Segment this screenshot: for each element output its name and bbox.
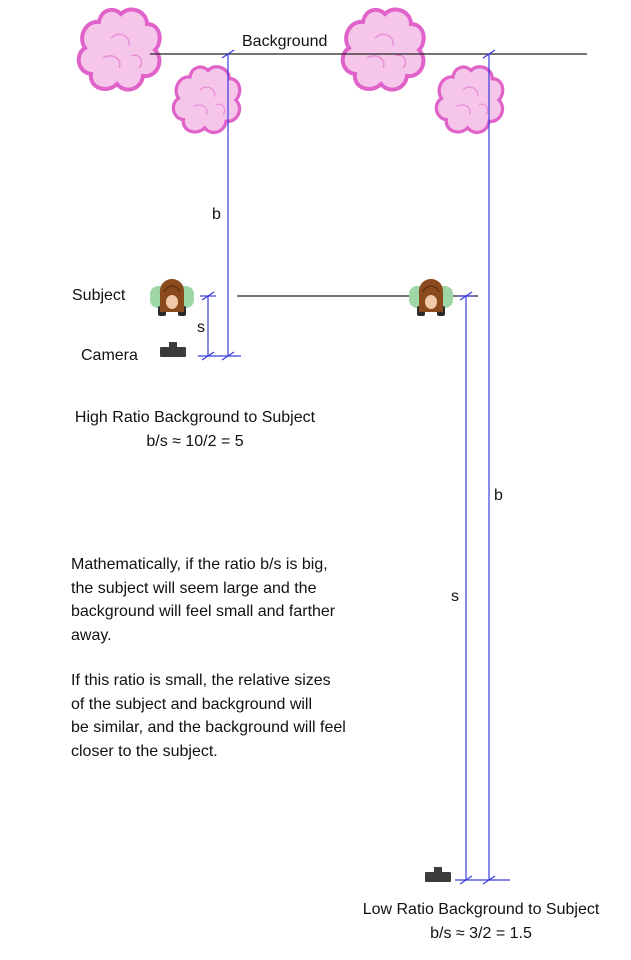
camera-label: Camera — [81, 347, 138, 364]
explanation-line: background will feel small and farther — [71, 603, 336, 620]
subject-person-icon — [408, 278, 454, 317]
camera-icon — [160, 342, 186, 357]
right-b-dimension — [455, 49, 510, 885]
explanation-line: of the subject and background will — [71, 695, 313, 713]
right-s-label: s — [451, 588, 459, 605]
high-ratio-title: High Ratio Background to Subject — [74, 409, 316, 426]
explanation-line: If this ratio is small, the relative siz… — [71, 672, 331, 689]
left-b-dimension — [198, 49, 241, 361]
tree-icon — [171, 65, 242, 135]
subject-label: Subject — [72, 287, 126, 304]
camera-icon — [425, 867, 451, 882]
left-s-dimension — [200, 291, 216, 361]
left-b-label: b — [212, 206, 221, 223]
tree-icon — [434, 65, 505, 135]
explanation-paragraph-2: If this ratio is small, the relative siz… — [71, 669, 346, 763]
left-s-label: s — [197, 319, 205, 336]
explanation-line: closer to the subject. — [71, 742, 218, 760]
explanation-paragraph-1: Mathematically, if the ratio b/s is big,… — [71, 553, 335, 647]
subject-person-icon — [149, 278, 195, 317]
explanation-line: be similar, and the background will feel — [71, 719, 346, 736]
tree-icon — [340, 7, 426, 92]
high-ratio-formula: b/s ≈ 10/2 = 5 — [146, 433, 244, 450]
tree-icon — [76, 7, 162, 92]
background-label: Background — [242, 33, 328, 50]
explanation-line: Mathematically, if the ratio b/s is big, — [71, 556, 328, 573]
right-b-label: b — [494, 487, 503, 504]
explanation-line: the subject will seem large and the — [71, 579, 317, 597]
explanation-line: away. — [71, 626, 112, 644]
low-ratio-formula: b/s ≈ 3/2 = 1.5 — [430, 925, 532, 942]
low-ratio-title: Low Ratio Background to Subject — [362, 901, 600, 918]
right-s-dimension — [458, 291, 474, 885]
